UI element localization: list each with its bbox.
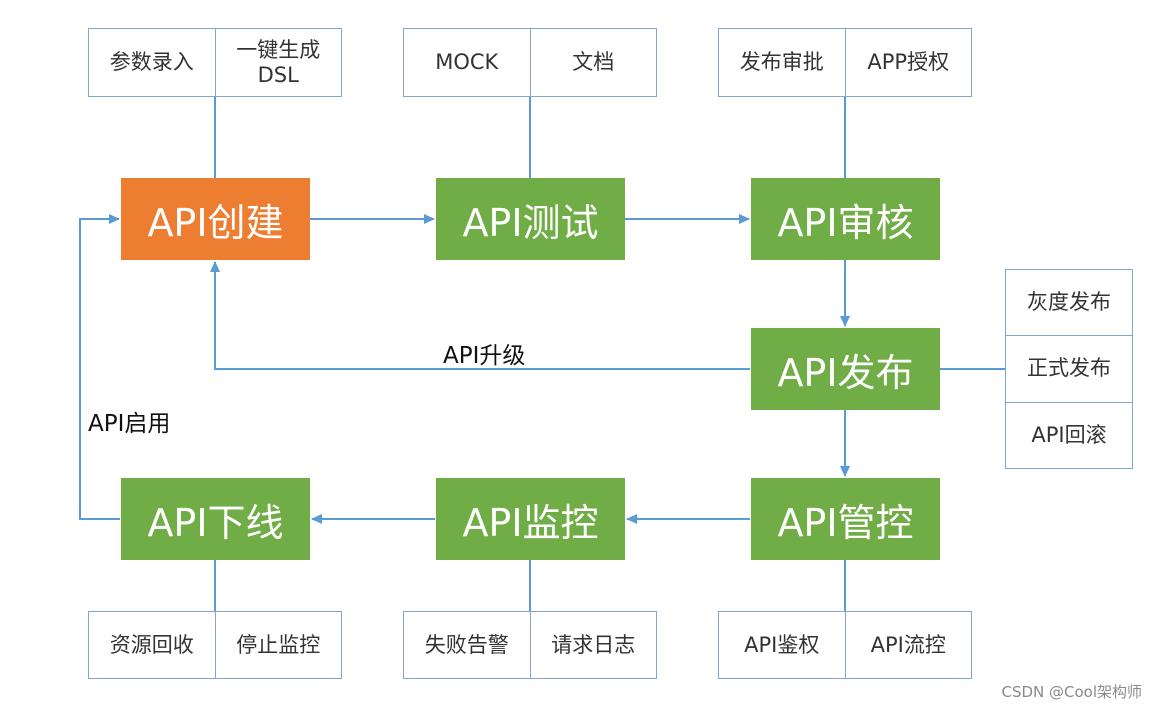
subitem-generate-dsl: 一键生成 DSL xyxy=(214,29,342,96)
stage-api-publish: API发布 xyxy=(751,328,940,410)
subgroup-publish: 灰度发布 正式发布 API回滚 xyxy=(1005,269,1133,469)
subitem-mock: MOCK xyxy=(435,50,499,74)
subgroup-manage: API鉴权 API流控 xyxy=(718,611,972,679)
subgroup-monitor: 失败告警 请求日志 xyxy=(403,611,657,679)
subitem-app-authorization: APP授权 xyxy=(844,29,972,96)
stage-api-monitor: API监控 xyxy=(436,478,625,560)
subitem-api-auth: API鉴权 xyxy=(744,632,820,657)
arrow-enable-loop xyxy=(79,214,120,520)
subitem-failure-alert: 失败告警 xyxy=(424,632,509,657)
subitem-api-rollback: API回滚 xyxy=(1006,401,1132,468)
subitem-official-release: 正式发布 xyxy=(1006,335,1132,401)
subitem-gray-release: 灰度发布 xyxy=(1027,290,1111,315)
edge-label-upgrade: API升级 xyxy=(443,343,526,369)
stage-api-create: API创建 xyxy=(121,178,310,260)
subgroup-offline: 资源回收 停止监控 xyxy=(88,611,342,679)
subgroup-review: 发布审批 APP授权 xyxy=(718,28,972,97)
subgroup-create: 参数录入 一键生成 DSL xyxy=(88,28,342,97)
subitem-docs: 文档 xyxy=(529,29,657,96)
subitem-api-rate-limit: API流控 xyxy=(844,612,972,678)
subgroup-test: MOCK 文档 xyxy=(403,28,657,97)
stage-api-offline: API下线 xyxy=(121,478,310,560)
stage-api-review: API审核 xyxy=(751,178,940,260)
subitem-request-log: 请求日志 xyxy=(529,612,657,678)
subitem-param-input: 参数录入 xyxy=(109,50,194,74)
arrow-upgrade-loop xyxy=(210,261,750,370)
subitem-resource-recycle: 资源回收 xyxy=(109,632,194,657)
stage-api-manage: API管控 xyxy=(751,478,940,560)
stage-api-test: API测试 xyxy=(436,178,625,260)
subitem-stop-monitoring: 停止监控 xyxy=(214,612,342,678)
edge-label-enable: API启用 xyxy=(88,411,171,437)
watermark: CSDN @Cool架构师 xyxy=(1001,683,1142,701)
subitem-publish-approval: 发布审批 xyxy=(739,50,824,74)
